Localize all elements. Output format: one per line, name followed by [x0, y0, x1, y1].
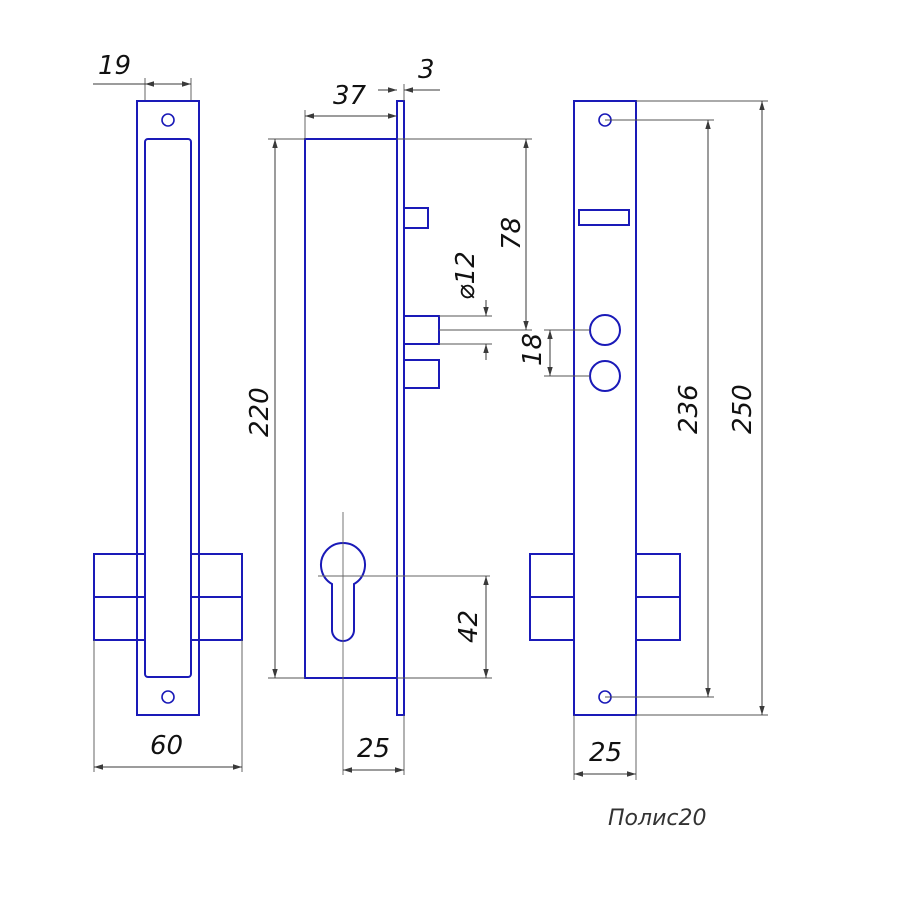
middle-deadbolt-upper [403, 315, 440, 345]
dim-3-label: 3 [418, 55, 435, 85]
dim-18-label: 18 [518, 333, 548, 366]
dim-12-label: ⌀12 [451, 251, 481, 300]
left-view: 19 60 [93, 51, 243, 772]
right-upper-spindle-hole [589, 314, 621, 346]
right-view: 18 236 250 25 [518, 100, 768, 780]
right-bolt-upper-right [635, 553, 681, 598]
middle-lock-body [304, 138, 398, 679]
middle-faceplate-edge [396, 100, 405, 716]
right-lower-spindle-hole [589, 360, 621, 392]
dim-42-label: 42 [454, 610, 484, 643]
left-bolt-lower-right [190, 596, 243, 641]
middle-view: 37 3 220 78 ⌀12 42 25 [245, 55, 532, 775]
right-bolt-lower-right [635, 596, 681, 641]
dim-236-label: 236 [674, 384, 704, 434]
middle-cylinder-keyhole [320, 541, 366, 642]
dim-25-middle-label: 25 [357, 734, 390, 764]
middle-deadbolt-lower [403, 359, 440, 389]
dim-37-label: 37 [333, 81, 367, 111]
drawing-caption: Полис20 [608, 806, 706, 831]
left-bottom-screw-hole [161, 690, 175, 704]
left-inner-slot [144, 138, 192, 678]
dim-250-label: 250 [728, 384, 758, 434]
dim-78-label: 78 [497, 217, 527, 250]
middle-latch-bolt [403, 207, 429, 229]
right-bolt-lower-left [529, 596, 575, 641]
dim-25-right-label: 25 [589, 738, 622, 768]
right-latch-slot [578, 209, 630, 226]
left-bolt-lower-left [93, 596, 146, 641]
dim-19-label: 19 [98, 51, 131, 81]
dim-60-label: 60 [150, 731, 183, 761]
dim-220-label: 220 [245, 387, 275, 437]
right-faceplate-outline [573, 100, 637, 716]
right-bolt-upper-left [529, 553, 575, 598]
left-top-screw-hole [161, 113, 175, 127]
left-faceplate-outline [136, 100, 200, 716]
